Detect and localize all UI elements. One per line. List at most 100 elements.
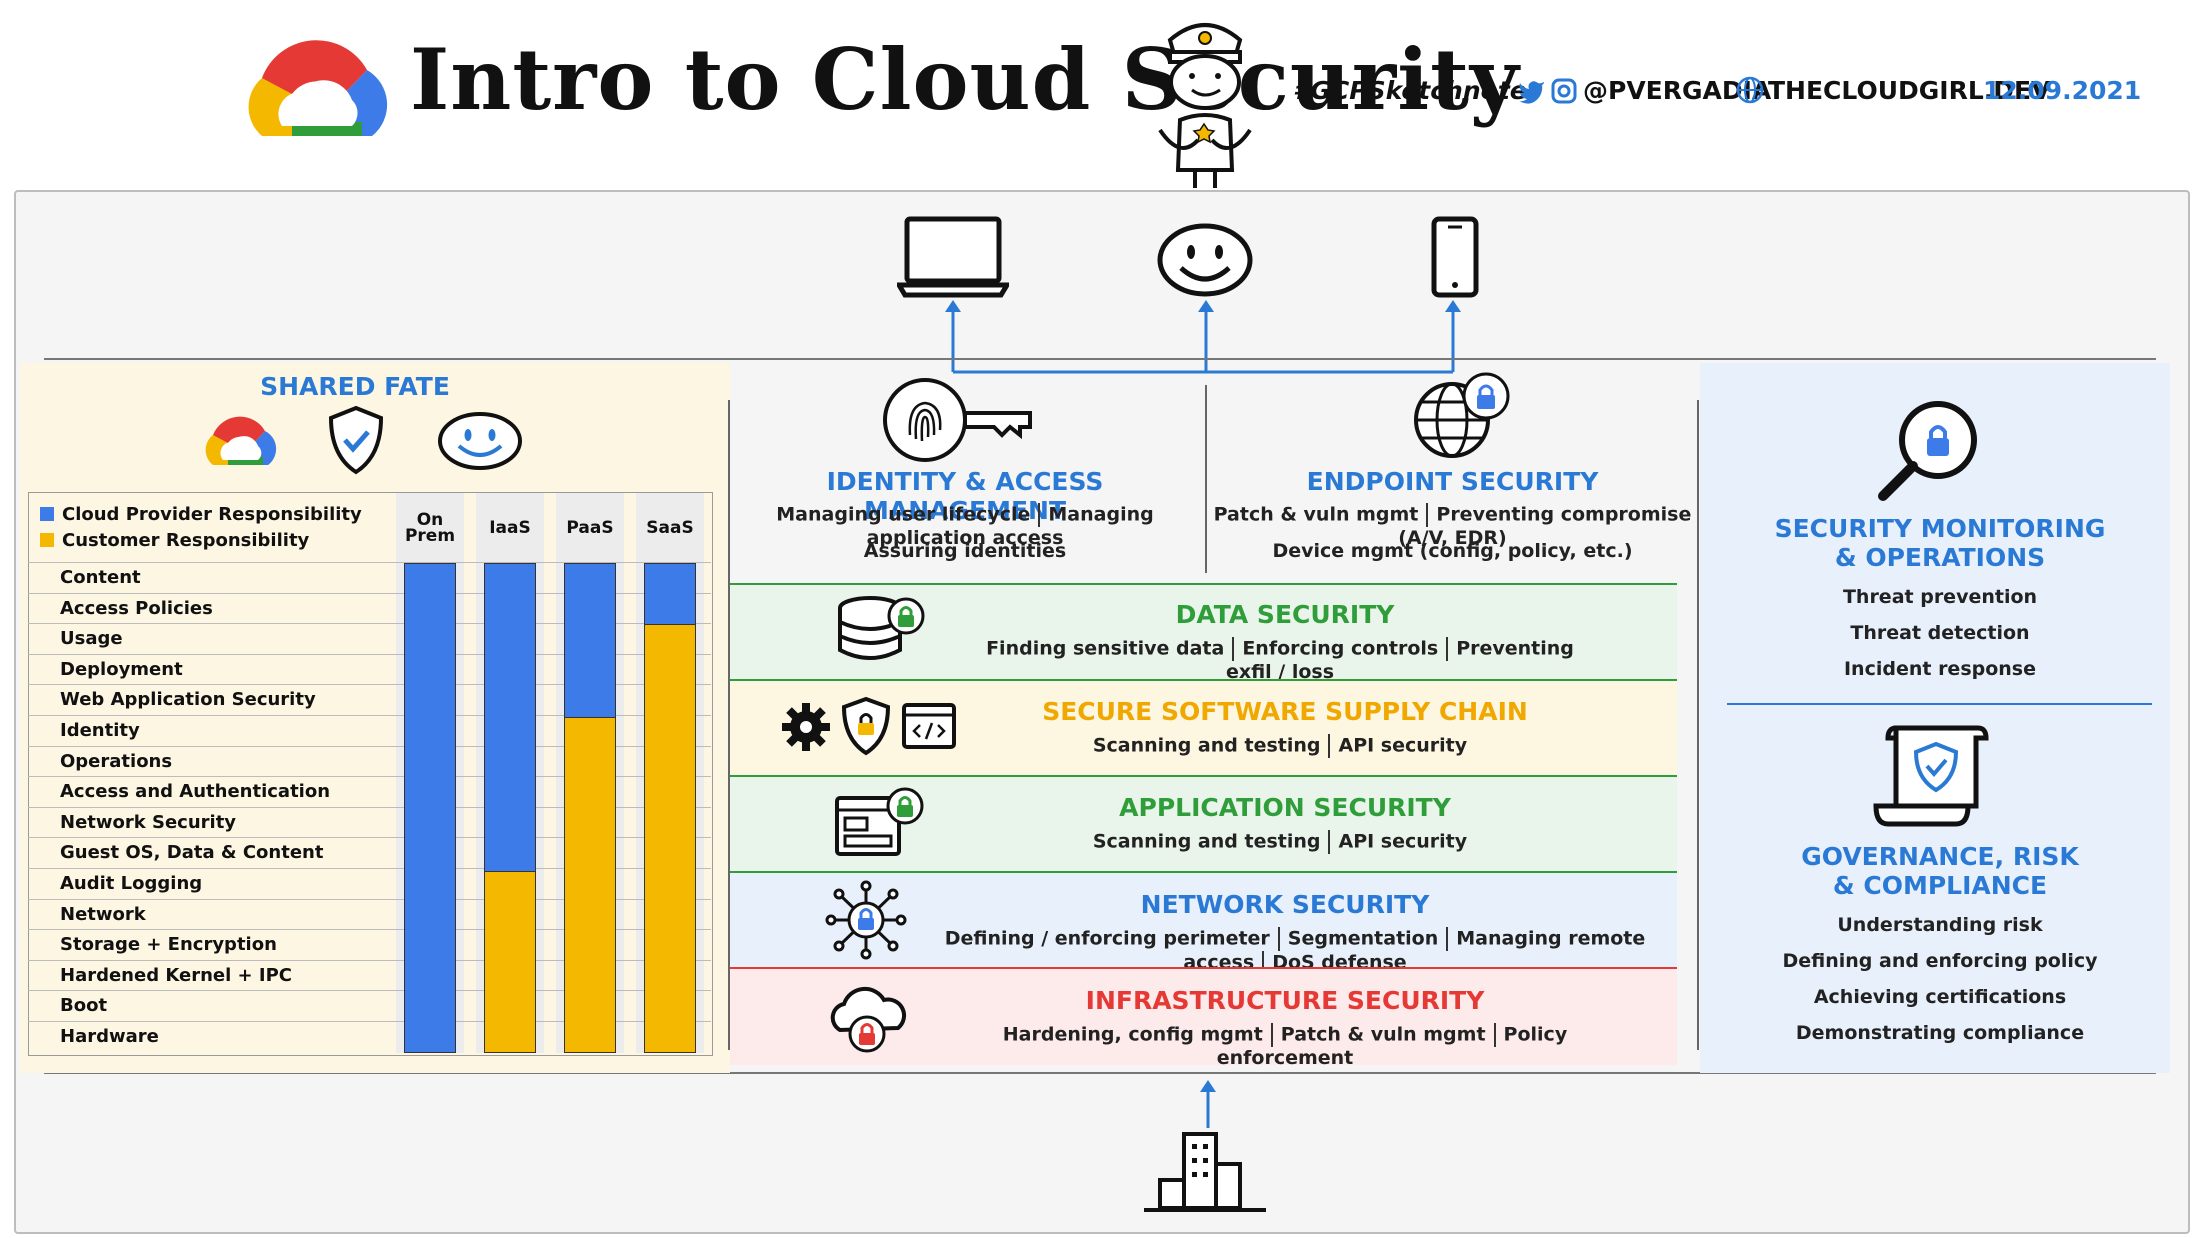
- table-row-divider: [28, 684, 711, 686]
- table-row-label: Storage + Encryption: [60, 934, 277, 956]
- instagram-icon[interactable]: [1551, 78, 1577, 104]
- website-link[interactable]: THECLOUDGIRL.DEV: [1768, 76, 2051, 105]
- table-row-divider: [28, 868, 711, 869]
- table-row-label: Access Policies: [60, 597, 213, 619]
- data-security-item: Enforcing controls: [1242, 637, 1439, 660]
- phone-icon: [1431, 216, 1479, 298]
- governance-item: Understanding risk: [1837, 914, 2043, 936]
- table-row-divider: [28, 1021, 711, 1022]
- pipe-divider: [1446, 637, 1449, 661]
- data-security-items: Finding sensitive data Enforcing controls…: [970, 637, 1590, 683]
- supply-chain-title: SECURE SOFTWARE SUPPLY CHAIN: [1042, 697, 1528, 726]
- globe-lock-icon: [1414, 372, 1510, 458]
- pipe-divider: [1426, 503, 1429, 527]
- iam-title: IDENTITY & ACCESS MANAGEMENT: [826, 467, 1104, 525]
- supply-chain-item: API security: [1338, 734, 1468, 757]
- data-security-item: Preventing exfil / loss: [1225, 637, 1574, 684]
- table-row-divider: [28, 776, 711, 778]
- pipe-divider: [1328, 734, 1331, 758]
- governance-title-line1: GOVERNANCE, RISK: [1801, 842, 2079, 871]
- laptop-icon: [897, 216, 1009, 298]
- monitoring-title-line2: & OPERATIONS: [1834, 543, 2046, 572]
- pipe-divider: [1270, 1023, 1273, 1047]
- table-row-label: Hardened Kernel + IPC: [60, 964, 292, 986]
- supply-chain-band: [730, 679, 1677, 775]
- shield-check-icon: [328, 405, 384, 475]
- table-row-label: Usage: [60, 628, 123, 650]
- bar-iaas-provider: [484, 563, 536, 873]
- table-row-divider: [28, 959, 711, 961]
- col-header-saas: SaaS: [646, 518, 694, 538]
- application-security-title: APPLICATION SECURITY: [1119, 793, 1451, 822]
- table-row-label: Access and Authentication: [60, 781, 331, 803]
- connector-arrows: [945, 300, 1461, 374]
- table-row-divider: [28, 898, 711, 900]
- supply-chain-item: Scanning and testing: [1092, 734, 1321, 757]
- network-security-items: Defining / enforcing perimeter Segmentati…: [915, 927, 1675, 975]
- smiley-small-icon: [438, 412, 522, 470]
- pipe-divider: [1493, 1023, 1496, 1047]
- col-header-iaas: IaaS: [489, 518, 531, 538]
- bar-paas-provider: [564, 563, 616, 719]
- table-row-divider: [28, 837, 711, 839]
- legend-provider-label: Cloud Provider Responsibility: [62, 504, 362, 525]
- bar-iaas-customer: [484, 871, 536, 1053]
- table-row-label: Audit Logging: [60, 873, 203, 894]
- cloud-lock-icon: [830, 986, 906, 1053]
- governance-item: Defining and enforcing policy: [1782, 950, 2098, 972]
- monitoring-title-line1: SECURITY MONITORING: [1774, 514, 2106, 543]
- pipe-divider: [1277, 927, 1280, 951]
- infrastructure-security-item: Policy enforcement: [1216, 1023, 1568, 1070]
- iam-item: Managing user lifecycle: [776, 503, 1031, 526]
- application-security-item: API security: [1338, 830, 1468, 853]
- table-row-label: Deployment: [60, 658, 183, 680]
- smiley-icon: [1157, 223, 1253, 297]
- network-security-item: Defining / enforcing perimeter: [944, 927, 1270, 950]
- date-label: 12.09.2021: [1983, 76, 2142, 105]
- table-row-label: Hardware: [60, 1026, 159, 1047]
- application-security-items: Scanning and testing API security: [970, 830, 1590, 854]
- infrastructure-security-title: INFRASTRUCTURE SECURITY: [1085, 986, 1485, 1015]
- monitoring-item: Threat prevention: [1842, 586, 2038, 608]
- governance-title-line2: & COMPLIANCE: [1832, 871, 2048, 900]
- up-arrow-icon: [1200, 1080, 1216, 1128]
- endpoint-item: Preventing compromise (A/V, EDR): [1398, 503, 1692, 550]
- table-row-divider: [28, 745, 711, 747]
- data-security-item: Finding sensitive data: [986, 637, 1225, 660]
- infrastructure-security-item: Patch & vuln mgmt: [1280, 1023, 1486, 1046]
- twitter-icon[interactable]: [1518, 78, 1546, 104]
- bar-onprem-provider: [404, 563, 456, 1053]
- google-cloud-small-icon: [205, 416, 277, 465]
- endpoint-title: ENDPOINT SECURITY: [1306, 467, 1599, 496]
- monitoring-item: Incident response: [1843, 658, 2037, 680]
- police-mascot-icon: [1158, 23, 1252, 188]
- legend-provider: Cloud Provider Responsibility: [40, 504, 362, 525]
- col-header-onprem: On Prem: [404, 510, 456, 546]
- app-window-lock-icon: [835, 787, 924, 856]
- monitoring-item: Threat detection: [1850, 622, 2030, 644]
- infrastructure-security-item: Hardening, config mgmt: [1002, 1023, 1263, 1046]
- legend-customer: Customer Responsibility: [40, 530, 309, 551]
- governance-item: Demonstrating compliance: [1795, 1022, 2085, 1044]
- network-security-title: NETWORK SECURITY: [1140, 890, 1430, 919]
- magnifier-lock-icon: [1878, 401, 1977, 501]
- right-divider: [1727, 703, 2152, 705]
- governance-item: Achieving certifications: [1813, 986, 2067, 1008]
- gear-shield-code-icon: [782, 696, 956, 756]
- bar-paas-customer: [564, 717, 616, 1053]
- endpoint-item: Patch & vuln mgmt: [1213, 503, 1419, 526]
- application-security-item: Scanning and testing: [1092, 830, 1321, 853]
- iam-endpoint-separator: [1205, 385, 1207, 573]
- right-separator: [1697, 400, 1699, 1050]
- table-row-divider: [28, 562, 711, 563]
- endpoint-item2: Device mgmt (config, policy, etc.): [1272, 540, 1633, 562]
- table-row-divider: [28, 653, 711, 655]
- table-row-label: Operations: [60, 750, 173, 772]
- network-security-item: Segmentation: [1287, 927, 1439, 950]
- bottom-divider: [44, 1072, 2156, 1074]
- scroll-shield-icon: [1873, 725, 1989, 827]
- pipe-divider: [1328, 830, 1331, 854]
- table-row-divider: [28, 623, 711, 625]
